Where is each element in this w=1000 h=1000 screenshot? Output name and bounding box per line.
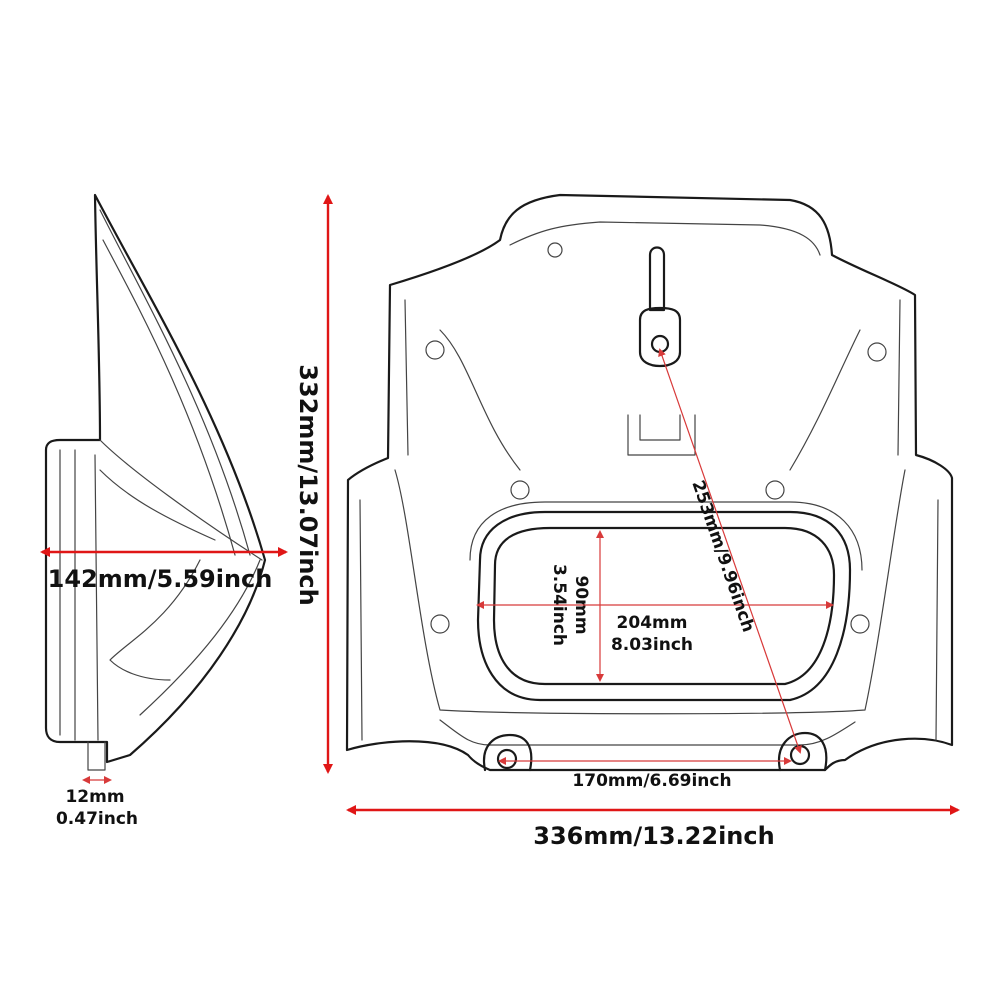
width-label: 336mm/13.22inch — [533, 822, 774, 850]
opening-height-dimension: 90mm 3.54inch — [549, 530, 604, 682]
side-view — [44, 193, 267, 771]
side-tab-dimension: 12mm 0.47inch — [56, 776, 138, 829]
diagonal-arrow — [658, 348, 802, 754]
mount-spacing-label: 170mm/6.69inch — [572, 771, 731, 791]
mount-spacing-dimension: 170mm/6.69inch — [498, 757, 792, 791]
height-dimension: 332mm/13.07inch — [294, 194, 333, 774]
diagonal-dimension: 253mm/9.96inch — [658, 348, 802, 754]
opening-width-dimension: 204mm 8.03inch — [476, 601, 834, 655]
opening-width-label-inch: 8.03inch — [611, 635, 693, 655]
side-width-dimension: 142mm/5.59inch — [40, 547, 288, 593]
front-view — [345, 193, 954, 772]
height-label: 332mm/13.07inch — [294, 364, 322, 605]
side-tab-label-inch: 0.47inch — [56, 809, 138, 829]
width-dimension: 336mm/13.22inch — [346, 805, 960, 850]
opening-width-label-mm: 204mm — [617, 613, 688, 633]
side-tab-label-mm: 12mm — [65, 787, 124, 807]
side-width-label: 142mm/5.59inch — [48, 565, 273, 593]
